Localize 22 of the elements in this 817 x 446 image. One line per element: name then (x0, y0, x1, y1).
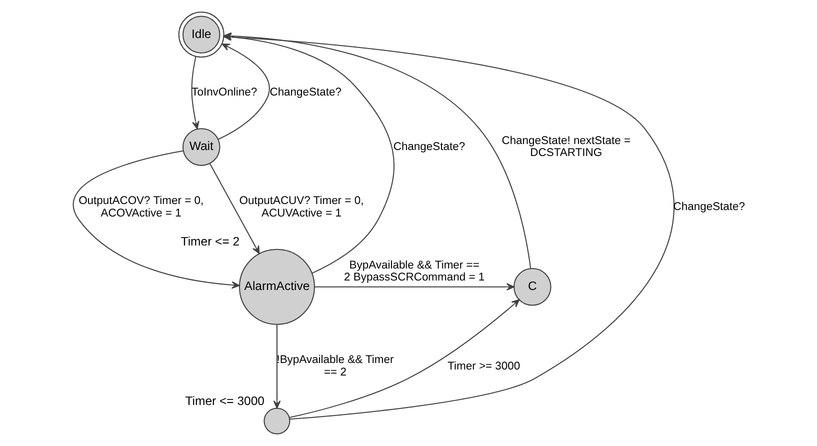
edge-label: ChangeState! nextState = DCSTARTING (501, 134, 630, 160)
node-circle: Wait (182, 128, 220, 166)
node-circle (263, 408, 290, 434)
edge-label: BypAvailable && Timer == 2 BypassSCRCommand = 1 (344, 259, 484, 284)
arrow (272, 324, 280, 409)
arrow (72, 150, 240, 289)
node-circle: C (513, 268, 551, 306)
arrow (314, 283, 514, 291)
arrow (208, 163, 260, 254)
node-circle: Idle (178, 12, 224, 58)
node-label: Timer <= 2 (180, 234, 240, 249)
edge-label: !BypAvailable && Timer == 2 (276, 354, 394, 378)
edge-label: OutputACUV? Timer = 0, ACUVActive = 1 (238, 195, 364, 220)
arrow (218, 44, 270, 140)
edge-label: Timer >= 3000 (447, 360, 520, 372)
edge-label: ChangeState? (392, 140, 465, 153)
arrow (288, 299, 520, 418)
edge-label: OutputACOV? Timer = 0, ACOVActive = 1 (78, 195, 204, 220)
edge-label: ChangeState? (269, 86, 341, 99)
arrow (190, 56, 199, 130)
node-circle: AlarmActive (238, 248, 314, 325)
node-label: Timer <= 3000 (184, 394, 264, 408)
